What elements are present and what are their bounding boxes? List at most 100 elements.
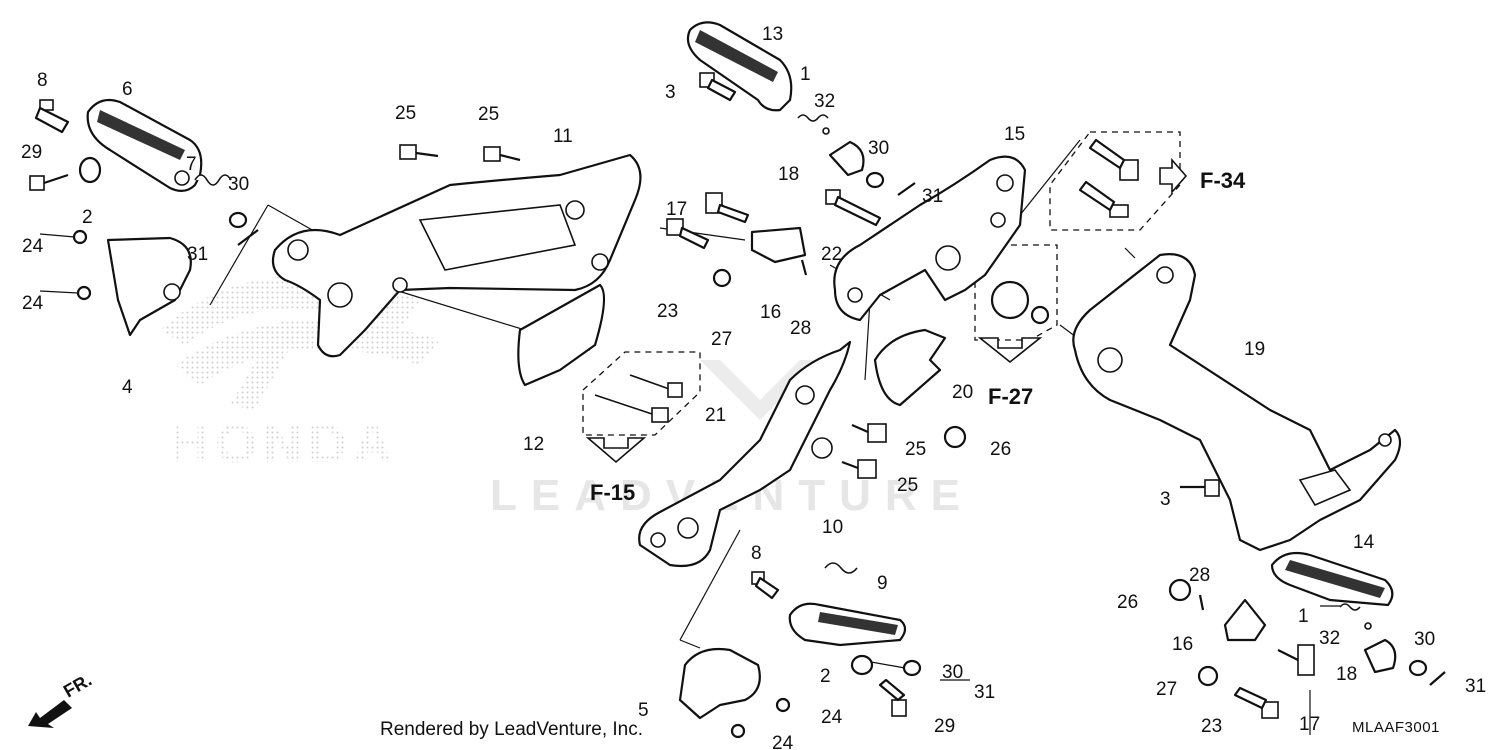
part-callout-30: 30 bbox=[868, 138, 889, 159]
bracket-11 bbox=[271, 153, 642, 358]
part-callout-28: 28 bbox=[1189, 565, 1210, 586]
part-callout-16: 16 bbox=[1172, 634, 1193, 655]
part-callout-29: 29 bbox=[934, 716, 955, 737]
spring-10 bbox=[824, 562, 858, 574]
part-callout-13: 13 bbox=[762, 24, 783, 45]
pin-31-top bbox=[897, 182, 916, 196]
part-callout-32: 32 bbox=[814, 91, 835, 112]
part-callout-24: 24 bbox=[22, 236, 44, 257]
bracket-16-right bbox=[1223, 598, 1267, 642]
part-callout-30: 30 bbox=[942, 662, 963, 683]
bolt-8-bottom bbox=[751, 571, 780, 600]
spring-1-top bbox=[797, 114, 829, 122]
part-callout-26: 26 bbox=[1117, 592, 1138, 613]
spring-7-left bbox=[194, 174, 232, 186]
part-callout-3: 3 bbox=[665, 82, 676, 103]
heat-guard-12 bbox=[517, 283, 606, 387]
front-label: FR. bbox=[60, 670, 95, 702]
nut-27-top bbox=[712, 268, 732, 288]
part-callout-25: 25 bbox=[905, 439, 926, 460]
spring-1-right bbox=[1339, 603, 1361, 611]
screws-24-left bbox=[72, 229, 92, 301]
footpeg-left-front bbox=[86, 98, 203, 192]
bolt-17-top bbox=[705, 192, 750, 224]
bolt-3-right bbox=[1180, 479, 1220, 497]
callout-layer: 1122334567889101112131415161617171818192… bbox=[21, 24, 1486, 750]
part-callout-8: 8 bbox=[751, 543, 762, 564]
pin-31-left bbox=[237, 229, 259, 246]
part-callout-25: 25 bbox=[897, 475, 918, 496]
part-callout-10: 10 bbox=[822, 517, 843, 538]
part-callout-23: 23 bbox=[657, 301, 678, 322]
part-callout-8: 8 bbox=[37, 70, 48, 91]
reference-arrows bbox=[585, 157, 1188, 464]
footpeg-9 bbox=[788, 602, 907, 647]
bolt-22 bbox=[825, 189, 882, 227]
part-callout-16: 16 bbox=[760, 302, 781, 323]
plate-18-right bbox=[1363, 638, 1397, 674]
part-callout-2: 2 bbox=[82, 207, 93, 228]
screw-24-bottom-a bbox=[775, 697, 791, 713]
collar-2-left bbox=[78, 156, 102, 184]
bolt-29-bottom bbox=[878, 678, 907, 717]
bolts-25-top bbox=[399, 144, 521, 162]
footpeg-14 bbox=[1270, 551, 1394, 607]
bolt-29-left bbox=[29, 173, 69, 191]
washer-30-right bbox=[1408, 659, 1428, 677]
part-callout-24: 24 bbox=[821, 707, 843, 728]
brand-watermark-text: HONDA bbox=[170, 414, 398, 474]
part-callout-20: 20 bbox=[952, 382, 973, 403]
part-callout-32: 32 bbox=[1319, 628, 1340, 649]
bolt-23-top bbox=[666, 218, 710, 250]
part-callout-31: 31 bbox=[1465, 676, 1486, 697]
washer-30-bottom bbox=[902, 659, 922, 677]
credit-text: Rendered by LeadVenture, Inc. bbox=[380, 719, 644, 740]
part-callout-27: 27 bbox=[711, 329, 732, 350]
part-callout-31: 31 bbox=[187, 244, 208, 265]
washer-30-top bbox=[865, 171, 885, 189]
washer-30-left bbox=[228, 211, 248, 229]
part-callout-17: 17 bbox=[1299, 714, 1320, 735]
reference-f-34: F-34 bbox=[1200, 168, 1246, 193]
reference-layer: F-34F-27F-15 bbox=[590, 168, 1246, 505]
bracket-15 bbox=[833, 155, 1027, 322]
part-callout-17: 17 bbox=[666, 199, 687, 220]
part-callout-4: 4 bbox=[122, 377, 133, 398]
ball-32-right bbox=[1364, 622, 1372, 630]
part-callout-12: 12 bbox=[523, 434, 544, 455]
footpeg-13 bbox=[686, 21, 793, 112]
front-direction-indicator: FR. bbox=[28, 670, 95, 728]
part-callout-1: 1 bbox=[800, 64, 811, 85]
guard-4-left bbox=[106, 236, 192, 337]
part-callout-29: 29 bbox=[21, 142, 42, 163]
reference-f-27: F-27 bbox=[988, 384, 1033, 409]
part-callout-22: 22 bbox=[821, 244, 842, 265]
bracket-21 bbox=[638, 340, 852, 568]
part-callout-30: 30 bbox=[1414, 629, 1435, 650]
part-callout-28: 28 bbox=[790, 318, 811, 339]
ball-32-top bbox=[822, 127, 830, 135]
part-callout-9: 9 bbox=[877, 573, 888, 594]
screw-24-bottom-b bbox=[730, 723, 746, 739]
bolt-17-right bbox=[1277, 644, 1315, 676]
bolt-3-top bbox=[699, 72, 737, 102]
part-callout-27: 27 bbox=[1156, 679, 1177, 700]
part-callout-15: 15 bbox=[1004, 124, 1025, 145]
part-callout-21: 21 bbox=[705, 405, 726, 426]
bolts-25-mid bbox=[841, 423, 887, 479]
part-callout-2: 2 bbox=[820, 666, 831, 687]
part-callout-19: 19 bbox=[1244, 339, 1265, 360]
part-callout-25: 25 bbox=[478, 104, 499, 125]
part-callout-7: 7 bbox=[186, 154, 197, 175]
plate-f27 bbox=[990, 280, 1050, 325]
guard-5 bbox=[678, 647, 761, 720]
part-callout-3: 3 bbox=[1160, 489, 1171, 510]
reference-f-15: F-15 bbox=[590, 480, 635, 505]
part-callout-25: 25 bbox=[395, 103, 416, 124]
part-callout-24: 24 bbox=[772, 733, 794, 750]
bracket-19 bbox=[1072, 253, 1402, 552]
collar-2-bottom bbox=[850, 654, 874, 676]
part-callout-26: 26 bbox=[990, 439, 1011, 460]
pin-31-right bbox=[1429, 671, 1446, 686]
